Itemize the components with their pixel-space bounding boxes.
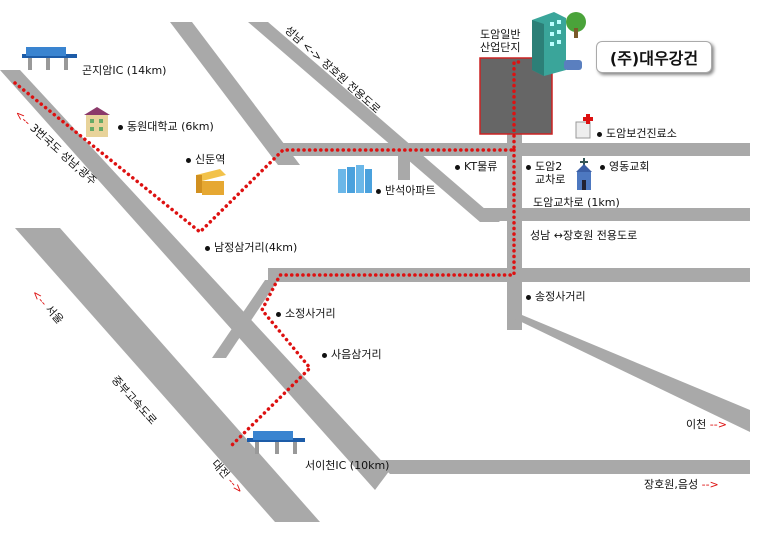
road-diag-upper — [170, 22, 300, 165]
label-songjeong: 송정사거리 — [526, 290, 586, 303]
station-building-icon — [196, 169, 226, 195]
road-h210 — [480, 208, 750, 221]
road-expressway — [15, 228, 320, 522]
label-janghowon-direction: 장호원,음성 --> — [644, 478, 719, 491]
church-icon — [576, 158, 592, 190]
label-namjeong: 남정삼거리(4km) — [205, 241, 297, 254]
company-building-icon — [532, 12, 586, 76]
road-stub — [398, 150, 410, 180]
label-dongwon-univ: 동원대학교 (6km) — [118, 120, 214, 133]
label-gonjiam-ic: 곤지암IC (14km) — [82, 64, 167, 77]
label-yeongdong-church: 영동교회 — [600, 160, 649, 173]
label-doam-complex-line1: 도암일반 — [480, 28, 521, 41]
highway-toll-icon — [22, 47, 77, 70]
label-banseok-apt: 반석아파트 — [376, 184, 436, 197]
label-sindun-station: 신둔역 — [186, 153, 225, 166]
label-icheon-direction: 이천 --> — [686, 418, 727, 431]
industrial-complex-border — [479, 57, 553, 135]
route-lower — [230, 148, 516, 447]
label-kt-logistics: KT물류 — [455, 160, 497, 173]
label-icheon: 이천 — [686, 418, 707, 431]
label-sojeong: 소정사거리 — [276, 307, 336, 320]
label-doam-complex-line2: 산업단지 — [480, 41, 521, 54]
label-janghowon: 장호원,음성 — [644, 478, 699, 491]
clinic-icon — [575, 114, 593, 139]
route-upper — [13, 60, 522, 235]
label-doam-intersection: 도암교차로 (1km) — [533, 196, 620, 209]
road-seongnam-diag — [248, 22, 500, 222]
route-path — [13, 60, 522, 447]
road-icheon — [507, 315, 750, 432]
road-small — [212, 280, 278, 358]
highway-toll-icon — [247, 431, 305, 454]
label-seongnam-janghowon-road: 성남 ↔장호원 전용도로 — [530, 229, 638, 242]
university-building-icon — [84, 107, 110, 137]
label-doam2-line2: 교차로 — [535, 173, 566, 186]
apartment-icon — [338, 165, 372, 193]
label-health-clinic: 도암보건진료소 — [597, 127, 677, 140]
label-seoicheon-ic: 서이천IC (10km) — [305, 459, 390, 472]
company-name-box: (주)대우강건 — [596, 41, 712, 73]
road-bottom — [375, 460, 750, 474]
label-saeum: 사음삼거리 — [322, 348, 382, 361]
label-doam2-line1: 도암2 — [535, 160, 563, 173]
